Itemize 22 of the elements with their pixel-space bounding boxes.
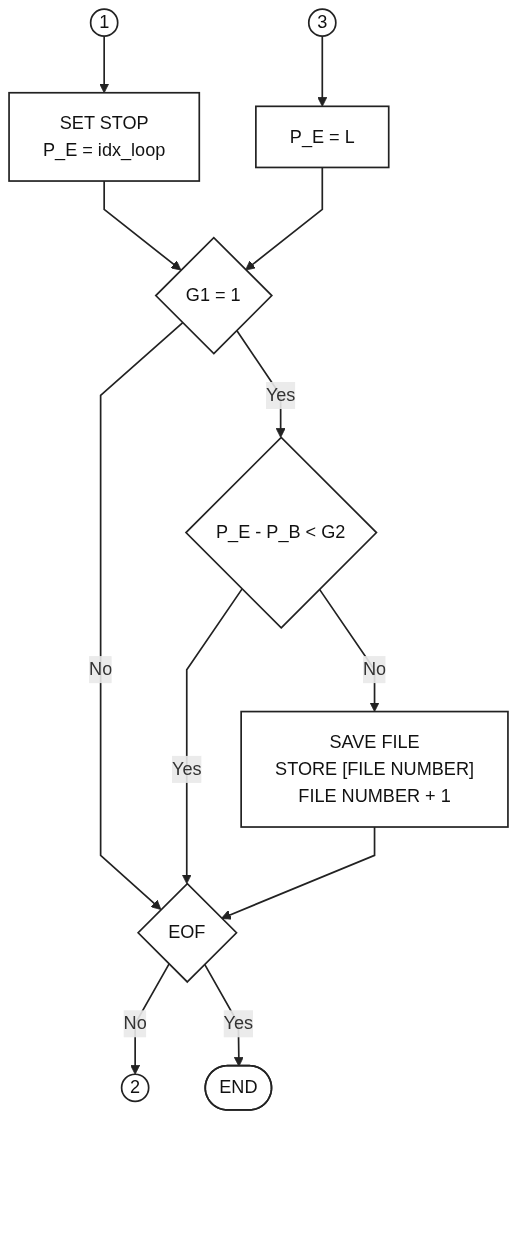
node-box: SAVE FILE STORE [FILE NUMBER] FILE NUMBER + 1 <box>240 710 509 828</box>
arrow <box>99 35 110 94</box>
arrow <box>245 166 324 271</box>
arrow <box>103 180 182 271</box>
node-diamond: P_E - P_B < G2 <box>184 436 378 630</box>
edge-label: No <box>362 659 387 679</box>
arrow <box>317 35 328 107</box>
node-box: P_E = L <box>255 105 390 169</box>
node-box: SET STOP P_E = idx_loop <box>8 91 201 182</box>
node-circle: 2 <box>120 1073 150 1103</box>
node-circle: 1 <box>89 8 119 37</box>
arrow <box>221 826 376 920</box>
node-circle: 3 <box>307 8 337 37</box>
node-diamond: G1 = 1 <box>154 236 273 355</box>
arrow <box>99 322 184 910</box>
arrow <box>181 588 243 885</box>
edge-label: Yes <box>223 1013 254 1033</box>
edge-label: No <box>123 1013 147 1033</box>
node-diamond: EOF <box>136 882 238 984</box>
edge-label: Yes <box>265 385 296 405</box>
edge-label: Yes <box>171 759 202 779</box>
edge-label: No <box>89 659 113 679</box>
